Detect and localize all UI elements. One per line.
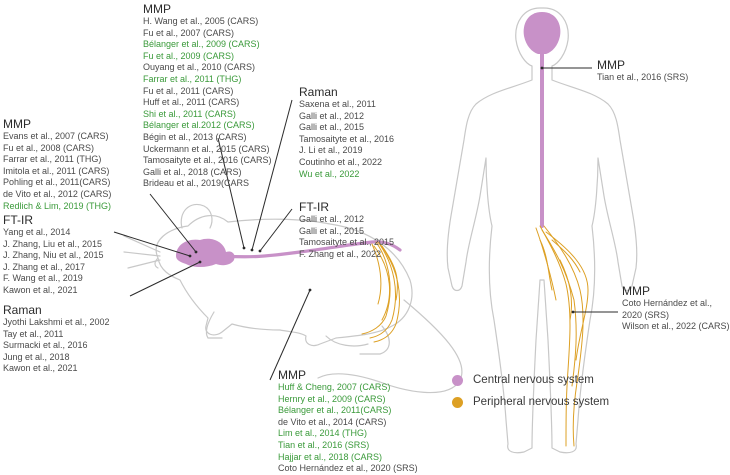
illustration [113, 7, 638, 454]
citation-entry: Tian et al., 2016 (SRS) [597, 72, 689, 82]
citation-entry: Redlich & Lim, 2019 (THG) [3, 200, 112, 211]
citation-entry: Bélanger et al., 2011(CARS) [278, 405, 392, 416]
citation-entry: Kawon et al., 2021 [3, 363, 78, 374]
citation-entry: Coutinho et al., 2022 [299, 156, 383, 167]
citation-entry: J. Zhang et al., 2017 [3, 261, 86, 272]
citation-entry: Fu et al., 2011 (CARS) [143, 85, 234, 96]
leader-dots [188, 66, 575, 314]
citation-entry: Ouyang et al., 2010 (CARS) [143, 62, 256, 73]
citation-entry: 2020 (SRS) [622, 309, 670, 320]
citation-entry: Galli et al., 2015 [299, 122, 365, 133]
human-pns [535, 225, 589, 447]
human-cns [523, 12, 561, 228]
mouse-silhouette [123, 203, 463, 394]
legend-label-cns: Central nervous system [473, 374, 594, 386]
citation-entry: Tamosaityte et al., 2016 (CARS) [143, 155, 272, 166]
citation-entry: Fu et al., 2007 (CARS) [143, 27, 235, 38]
citation-entry: de Vito et al., 2012 (CARS) [3, 188, 112, 199]
leader-lines [113, 67, 618, 381]
citation-entry: Tamosaityte et al., 2015 [299, 237, 395, 248]
citation-entry: Saxena et al., 2011 [299, 99, 376, 109]
citation-entry: Yang et al., 2014 [3, 227, 71, 237]
citation-entry: Jyothi Lakshmi et al., 2002 [3, 317, 110, 327]
citation-entry: Coto Hernández et al., [622, 298, 713, 308]
legend-label-pns: Peripheral nervous system [473, 396, 610, 408]
group-title: FT-IR [299, 200, 329, 214]
citation-entry: de Vito et al., 2014 (CARS) [278, 416, 387, 427]
citation-entry: Fu et al., 2009 (CARS) [143, 50, 235, 61]
group-title: MMP [143, 2, 171, 16]
legend-item-pns: Peripheral nervous system [452, 396, 609, 408]
citation-entry: Bélanger et al.2012 (CARS) [143, 120, 255, 131]
citation-entry: Bélanger et al., 2009 (CARS) [143, 39, 260, 50]
citation-entry: Galli et al., 2012 [299, 214, 365, 224]
group-title: Raman [3, 303, 42, 317]
citation-entry: Galli et al., 2012 [299, 110, 365, 121]
mouse-pns [361, 241, 400, 343]
citation-entry: Lim et al., 2014 (THG) [278, 428, 368, 439]
citation-entry: Tay et al., 2011 [3, 328, 64, 339]
group-title: MMP [597, 58, 625, 72]
citation-entry: Tamosaityte et al., 2016 [299, 133, 395, 144]
citation-entry: Wilson et al., 2022 (CARS) [622, 321, 730, 332]
citation-entry: Pohling et al., 2011(CARS) [3, 177, 111, 188]
citation-entry: Wu et al., 2022 [299, 168, 360, 179]
citation-entry: Tian et al., 2016 (SRS) [278, 439, 370, 450]
citation-entry: Jung et al., 2018 [3, 351, 70, 362]
citation-entry: Galli et al., 2015 [299, 225, 365, 236]
group-title: MMP [3, 117, 31, 131]
citation-entry: F. Wang et al., 2019 [3, 273, 83, 284]
citation-entry: Galli et al., 2018 (CARS) [143, 166, 242, 177]
citation-entry: Shi et al., 2011 (CARS) [143, 108, 236, 119]
citation-entry: Evans et al., 2007 (CARS) [3, 131, 109, 141]
human-silhouette [446, 7, 638, 454]
citation-entry: Farrar et al., 2011 (THG) [143, 73, 242, 84]
citation-entry: Coto Hernández et al., 2020 (SRS) [278, 463, 418, 474]
legend-swatch-pns [452, 396, 463, 408]
citation-entry: Huff & Cheng, 2007 (CARS) [278, 382, 391, 392]
group-title: Raman [299, 85, 338, 99]
group-title: MMP [622, 284, 650, 298]
citation-entry: Imitola et al., 2011 (CARS) [3, 165, 110, 176]
citation-entry: J. Li et al., 2019 [299, 145, 363, 156]
citation-entry: J. Zhang, Liu et al., 2015 [3, 238, 103, 249]
legend-swatch-cns [452, 374, 463, 386]
citation-entry: Farrar et al., 2011 (THG) [3, 154, 102, 165]
citation-entry: H. Wang et al., 2005 (CARS) [143, 16, 259, 26]
group-title: FT-IR [3, 213, 33, 227]
citation-entry: Surmacki et al., 2016 [3, 340, 88, 351]
citation-entry: Uckermann et al., 2015 (CARS) [143, 143, 270, 154]
citation-entry: Hajjar et al., 2018 (CARS) [278, 451, 383, 462]
citation-entry: Huff et al., 2011 (CARS) [143, 97, 240, 108]
citation-entry: Fu et al., 2008 (CARS) [3, 142, 95, 153]
citation-entry: F. Zhang et al., 2022 [299, 248, 382, 259]
citation-entry: Brideau et al., 2019(CARS [143, 178, 250, 189]
legend-item-cns: Central nervous system [452, 374, 594, 386]
citation-entry: J. Zhang, Niu et al., 2015 [3, 250, 104, 261]
citation-entry: Hernry et al., 2009 (CARS) [278, 393, 386, 404]
citation-entry: Bégin et al., 2013 (CARS) [143, 131, 247, 142]
citation-entry: Kawon et al., 2021 [3, 284, 78, 295]
group-title: MMP [278, 368, 306, 382]
